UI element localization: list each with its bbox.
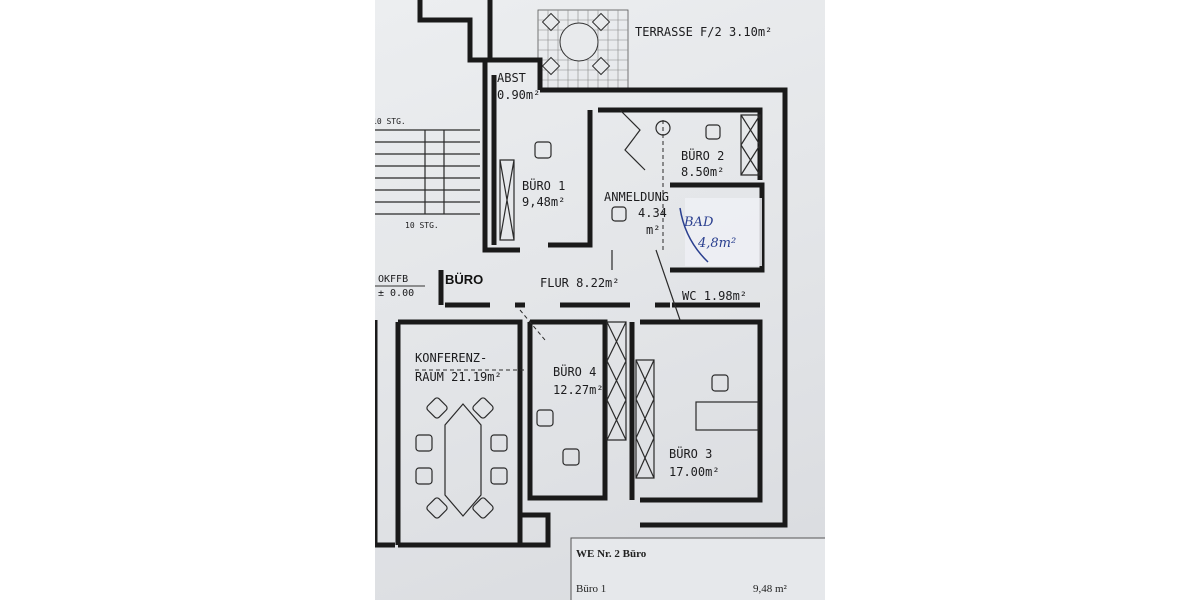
stairs-label-top: 10 STG. — [375, 117, 406, 126]
buero1-label: BÜRO 1 — [522, 177, 565, 193]
konferenz-area: RAUM 21.19m² — [415, 370, 502, 384]
flur-label: FLUR 8.22m² — [540, 276, 620, 290]
table-row-room: Büro 1 — [576, 583, 606, 595]
buero2-label: BÜRO 2 — [681, 147, 724, 163]
table-title: WE Nr. 2 Büro — [576, 548, 647, 560]
table-row-area: 9,48 m² — [753, 583, 788, 595]
floor-plan: TERRASSE F/2 3.10m² ABST 0.90m² BÜRO 1 9… — [375, 0, 825, 600]
abst-area: 0.90m² — [497, 88, 540, 102]
terrace-grid — [537, 9, 629, 89]
area-table: WE Nr. 2 Büro Büro 1 9,48 m² — [570, 537, 825, 600]
buero3-area: 17.00m² — [669, 465, 720, 479]
buero2-area: 8.50m² — [681, 165, 724, 179]
stairs — [375, 129, 480, 215]
konferenz-label: KONFERENZ- — [415, 351, 487, 365]
anmeldung-label: ANMELDUNG — [604, 190, 669, 204]
level-label: OKFFB — [378, 274, 408, 285]
floor-plan-photo: TERRASSE F/2 3.10m² ABST 0.90m² BÜRO 1 9… — [375, 0, 825, 600]
buero1-area: 9,48m² — [522, 195, 565, 209]
buero4-label: BÜRO 4 — [553, 363, 596, 379]
fixtures — [415, 109, 762, 519]
abst-label: ABST — [497, 71, 526, 85]
buero3-label: BÜRO 3 — [669, 445, 712, 461]
stairs-label-bottom: 10 STG. — [405, 221, 439, 230]
bad-handwritten-area: 4,8m² — [697, 236, 736, 251]
anmeldung-area: 4.34 — [638, 206, 667, 220]
wc-label: WC 1.98m² — [682, 289, 747, 303]
bad-handwritten-label: BAD — [683, 215, 714, 230]
buero4-area: 12.27m² — [553, 383, 604, 397]
unit-label: BÜRO — [445, 272, 483, 287]
walls — [375, 0, 788, 548]
level-value: ± 0.00 — [378, 288, 414, 299]
anmeldung-unit: m² — [646, 223, 660, 237]
terrace-label: TERRASSE F/2 3.10m² — [635, 25, 772, 39]
